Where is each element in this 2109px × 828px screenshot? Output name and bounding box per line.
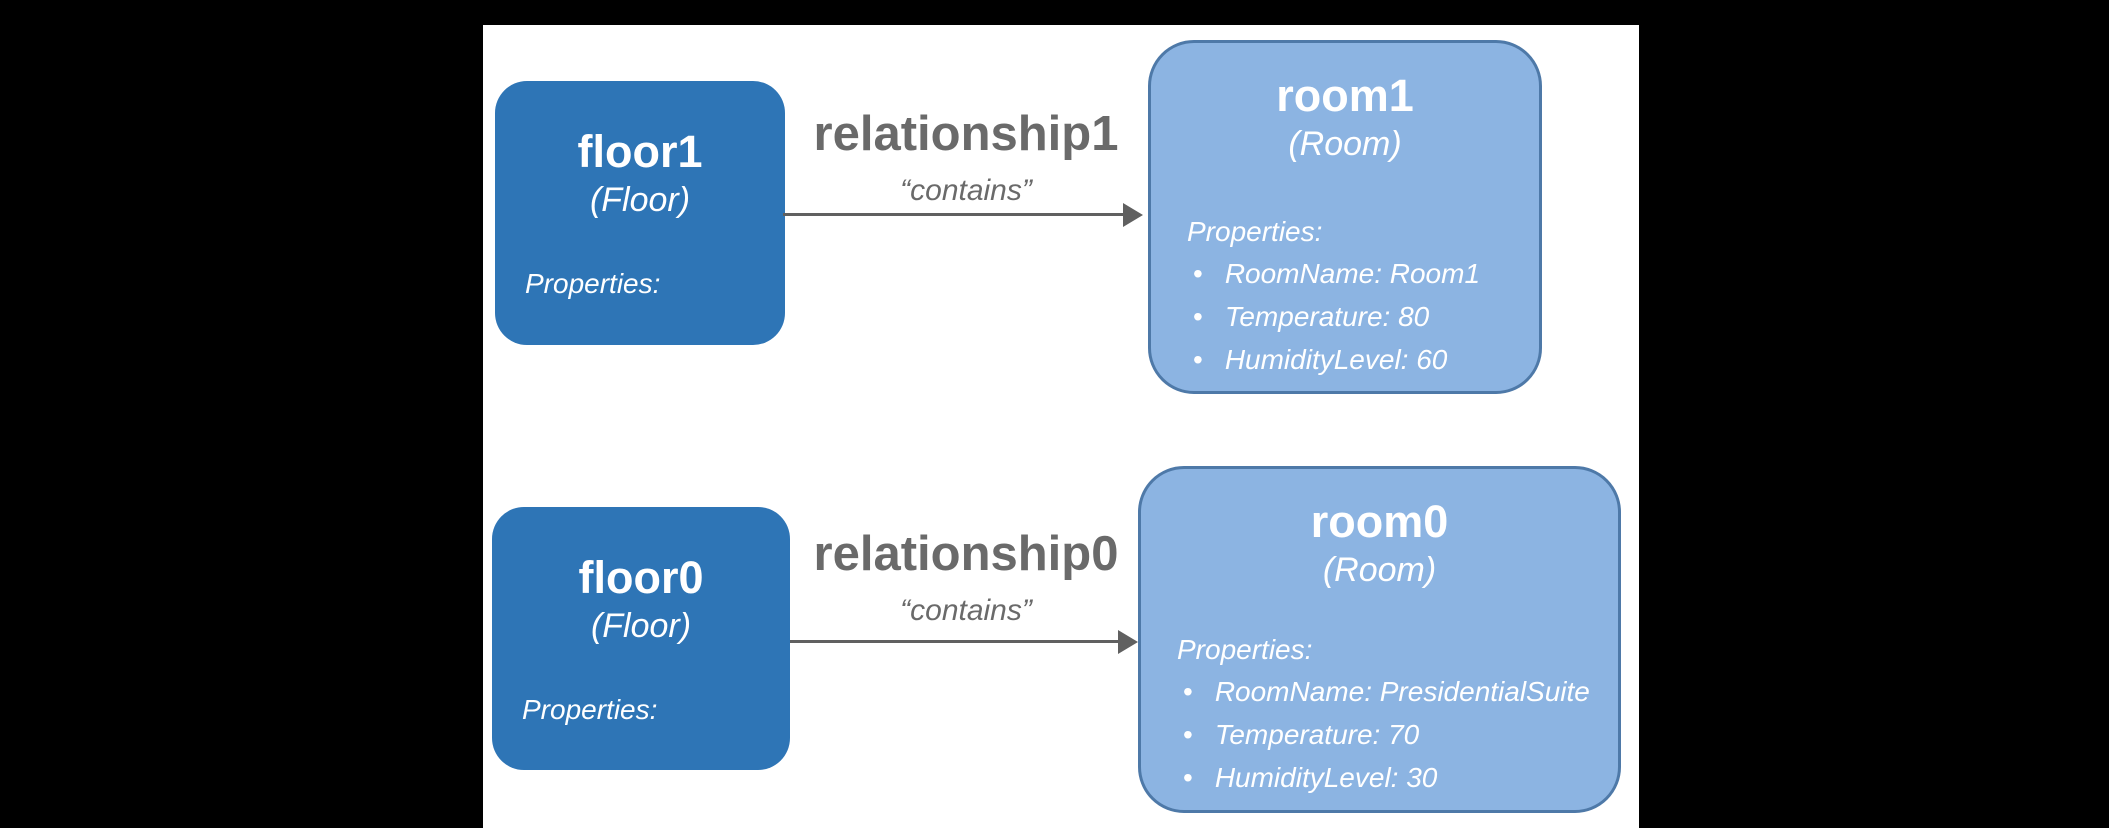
relationship0-value: “contains” <box>900 594 1032 628</box>
room1-properties: Properties: RoomName: Room1 Temperature:… <box>1151 216 1494 376</box>
room0-node: room0 (Room) Properties: RoomName: Presi… <box>1138 466 1621 813</box>
floor1-properties-label: Properties: <box>525 267 661 299</box>
arrow-line <box>790 640 1120 643</box>
relationship1-name: relationship1 <box>813 107 1119 161</box>
room1-property-humiditylevel: HumidityLevel: 60 <box>1187 344 1480 376</box>
floor1-name: floor1 <box>577 126 703 177</box>
room0-model-type: (Room) <box>1322 550 1437 589</box>
room0-property-roomname: RoomName: PresidentialSuite <box>1177 676 1590 708</box>
arrow-head-icon <box>1118 630 1138 654</box>
diagram-panel: floor1 (Floor) Properties: relationship1… <box>483 25 1639 828</box>
arrow-line <box>783 213 1125 216</box>
room1-property-list: RoomName: Room1 Temperature: 80 Humidity… <box>1187 258 1480 376</box>
room1-properties-label: Properties: <box>1187 215 1323 247</box>
floor0-properties-label: Properties: <box>522 693 658 725</box>
room1-property-roomname: RoomName: Room1 <box>1187 258 1480 290</box>
room1-node: room1 (Room) Properties: RoomName: Room1… <box>1148 40 1542 394</box>
floor0-model-type: (Floor) <box>590 606 692 645</box>
relationship1-label: relationship1 “contains” <box>786 107 1146 208</box>
relationship0-arrow <box>790 630 1138 654</box>
room0-property-list: RoomName: PresidentialSuite Temperature:… <box>1177 676 1590 794</box>
floor1-node: floor1 (Floor) Properties: <box>495 81 785 345</box>
floor0-node: floor0 (Floor) Properties: <box>492 507 790 770</box>
room0-properties: Properties: RoomName: PresidentialSuite … <box>1141 634 1604 794</box>
room0-property-temperature: Temperature: 70 <box>1177 719 1590 751</box>
room1-name: room1 <box>1276 70 1414 121</box>
arrow-head-icon <box>1123 203 1143 227</box>
floor0-name: floor0 <box>578 552 704 603</box>
room0-name: room0 <box>1310 496 1449 547</box>
relationship1-value: “contains” <box>900 174 1032 208</box>
relationship0-name: relationship0 <box>813 527 1119 581</box>
room1-property-temperature: Temperature: 80 <box>1187 301 1480 333</box>
floor1-model-type: (Floor) <box>589 180 691 219</box>
room1-model-type: (Room) <box>1288 124 1402 163</box>
relationship1-arrow <box>783 203 1143 227</box>
room0-properties-label: Properties: <box>1177 633 1313 665</box>
relationship0-label: relationship0 “contains” <box>786 527 1146 628</box>
room0-property-humiditylevel: HumidityLevel: 30 <box>1177 762 1590 794</box>
